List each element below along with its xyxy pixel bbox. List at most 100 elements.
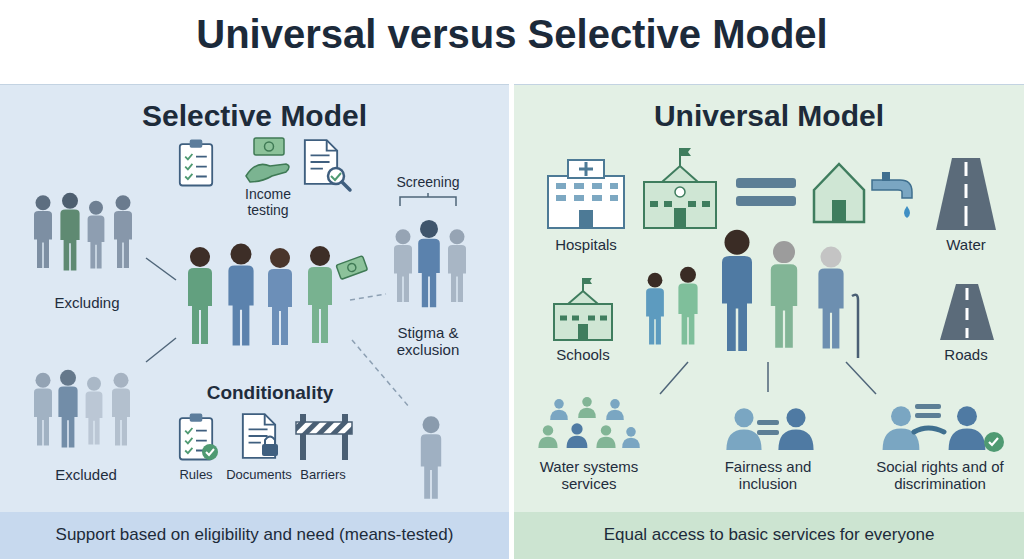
icon-label: Excluded bbox=[36, 466, 136, 483]
community-icon bbox=[550, 399, 568, 420]
excluding-people bbox=[88, 201, 105, 269]
rules-icon bbox=[202, 444, 218, 460]
rights-icon bbox=[949, 406, 986, 450]
school-icon bbox=[644, 182, 716, 228]
eligible-people bbox=[188, 247, 212, 344]
equals-icon bbox=[736, 196, 796, 206]
screening-people bbox=[448, 229, 466, 302]
fairness-icon bbox=[757, 420, 779, 425]
school-icon bbox=[674, 208, 686, 228]
money-hand-icon bbox=[246, 138, 289, 182]
house-icon bbox=[814, 164, 864, 222]
school-icon bbox=[680, 148, 691, 156]
rights-icon bbox=[914, 428, 944, 432]
icon-label: Social rights and of discrimination bbox=[870, 458, 1010, 493]
document-search-icon bbox=[305, 140, 350, 190]
house-icon bbox=[832, 200, 846, 222]
school-icon bbox=[675, 187, 685, 197]
community-icon bbox=[578, 397, 596, 418]
icon-label: Excluding bbox=[37, 294, 137, 311]
bar-text: Equal access to basic services for every… bbox=[604, 525, 935, 545]
connector-lines bbox=[146, 338, 176, 362]
excluded-people bbox=[86, 377, 103, 445]
hospital-icon bbox=[556, 186, 618, 198]
icon-label: Documents bbox=[221, 468, 297, 483]
fairness-icon bbox=[778, 408, 813, 450]
rules-icon bbox=[180, 414, 218, 460]
hospital-icon bbox=[548, 176, 624, 228]
family-people bbox=[771, 241, 797, 348]
icon-label: Roads bbox=[921, 346, 1011, 363]
community-icon bbox=[606, 399, 624, 420]
school-icon bbox=[554, 304, 612, 340]
icon-label: Water systems services bbox=[529, 458, 649, 493]
family-people bbox=[646, 273, 664, 345]
house-icon bbox=[814, 164, 864, 222]
panel-heading: Selective Model bbox=[10, 98, 499, 134]
family-people bbox=[722, 230, 752, 351]
school-icon bbox=[554, 278, 612, 340]
summary-bar: Support based on eligibility and need (m… bbox=[0, 512, 509, 559]
tap-icon bbox=[872, 172, 912, 218]
tap-icon bbox=[904, 206, 910, 218]
connector-lines bbox=[350, 294, 386, 300]
road-icon bbox=[940, 284, 994, 340]
community-icon bbox=[596, 425, 615, 448]
connector-lines bbox=[660, 362, 688, 394]
rights-icon bbox=[984, 432, 1004, 452]
documents-icon bbox=[243, 414, 278, 458]
eligible-people bbox=[188, 244, 368, 346]
panel-ground bbox=[0, 84, 1024, 85]
road-icon bbox=[966, 288, 969, 338]
barrier-icon bbox=[296, 422, 352, 434]
checklist-icon bbox=[180, 140, 212, 186]
excluding-people bbox=[34, 195, 52, 268]
screening-people bbox=[418, 220, 440, 307]
family-people bbox=[818, 247, 843, 349]
excluded-people bbox=[112, 373, 130, 446]
hospital-icon bbox=[579, 162, 593, 176]
fairness-icon bbox=[726, 408, 813, 450]
equals-icon bbox=[736, 178, 796, 206]
equals-icon bbox=[736, 178, 796, 188]
eligible-people bbox=[308, 246, 332, 343]
icon-label: Screening bbox=[378, 174, 478, 190]
tap-icon bbox=[872, 180, 912, 198]
money-hand-icon bbox=[246, 164, 289, 182]
title: Universal versus Selective Model bbox=[0, 12, 1024, 57]
rules-icon bbox=[206, 449, 214, 455]
fairness-icon bbox=[726, 408, 761, 450]
hospital-icon bbox=[568, 160, 604, 178]
family-people bbox=[646, 230, 858, 358]
school-icon bbox=[568, 291, 598, 304]
panel-ground bbox=[514, 84, 1024, 559]
family-people bbox=[852, 295, 858, 358]
community-icon bbox=[567, 423, 588, 448]
road-icon bbox=[965, 162, 968, 226]
community-icon bbox=[538, 397, 639, 448]
lone-person bbox=[421, 416, 441, 498]
school-icon bbox=[662, 166, 698, 182]
icon-label: Barriers bbox=[291, 468, 355, 483]
document-search-icon bbox=[342, 182, 350, 190]
art-part bbox=[336, 256, 367, 280]
rights-icon bbox=[915, 413, 941, 418]
barrier-icon bbox=[296, 414, 352, 460]
checklist-icon bbox=[180, 140, 212, 186]
connector-lines bbox=[660, 362, 876, 394]
hospital-icon bbox=[579, 210, 593, 228]
family-people bbox=[678, 267, 697, 345]
connector-lines bbox=[146, 258, 176, 280]
bar-text: Support based on eligibility and need (m… bbox=[56, 525, 454, 545]
documents-icon bbox=[262, 444, 278, 456]
document-search-icon bbox=[331, 173, 341, 180]
eligible-people bbox=[228, 244, 253, 346]
connector-lines bbox=[767, 362, 769, 392]
lone-person bbox=[421, 416, 441, 498]
school-icon bbox=[650, 201, 710, 207]
road-icon bbox=[940, 284, 994, 340]
money-hand-icon bbox=[265, 142, 274, 151]
